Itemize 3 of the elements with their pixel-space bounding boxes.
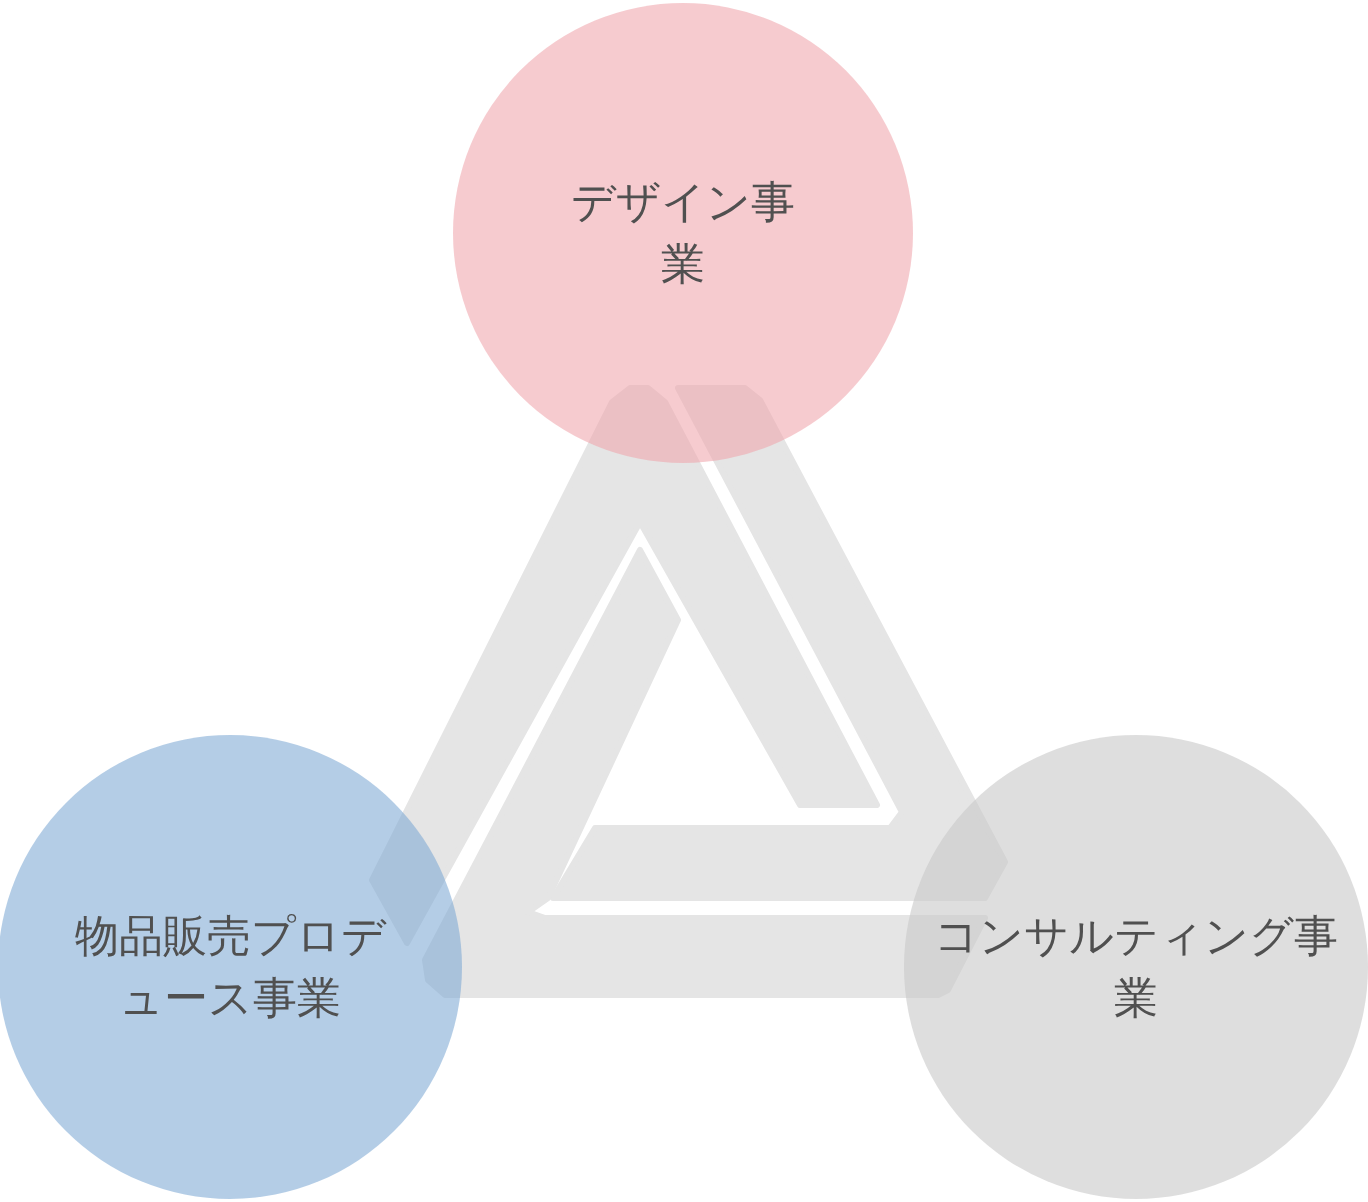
circle-label: 物品販売プロデュース事業: [73, 909, 388, 1025]
circle-label: コンサルティング事業: [933, 909, 1339, 1025]
circle-label: デザイン事業: [570, 175, 796, 291]
